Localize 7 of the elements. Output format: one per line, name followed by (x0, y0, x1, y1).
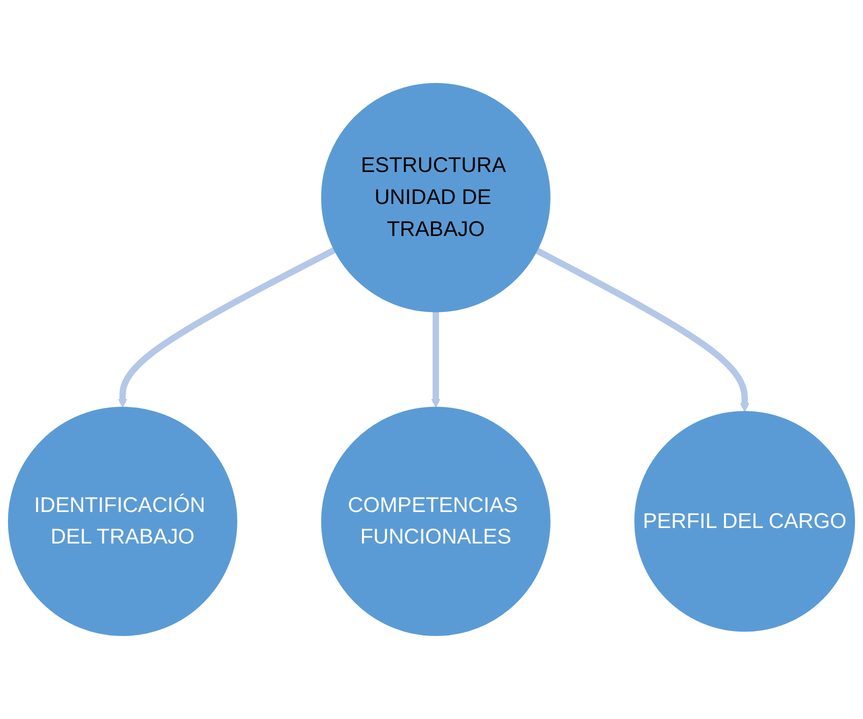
node-circle: ESTRUCTURA UNIDAD DE TRABAJO (321, 82, 550, 312)
arrow (118, 247, 336, 408)
node-circle: IDENTIFICACIÓN DEL TRABAJO (8, 406, 238, 636)
arrow (431, 312, 440, 408)
node-circle: PERFIL DEL CARGO (634, 411, 856, 632)
node-circle: COMPETENCIAS FUNCIONALES (321, 406, 550, 636)
arrow (535, 248, 750, 412)
